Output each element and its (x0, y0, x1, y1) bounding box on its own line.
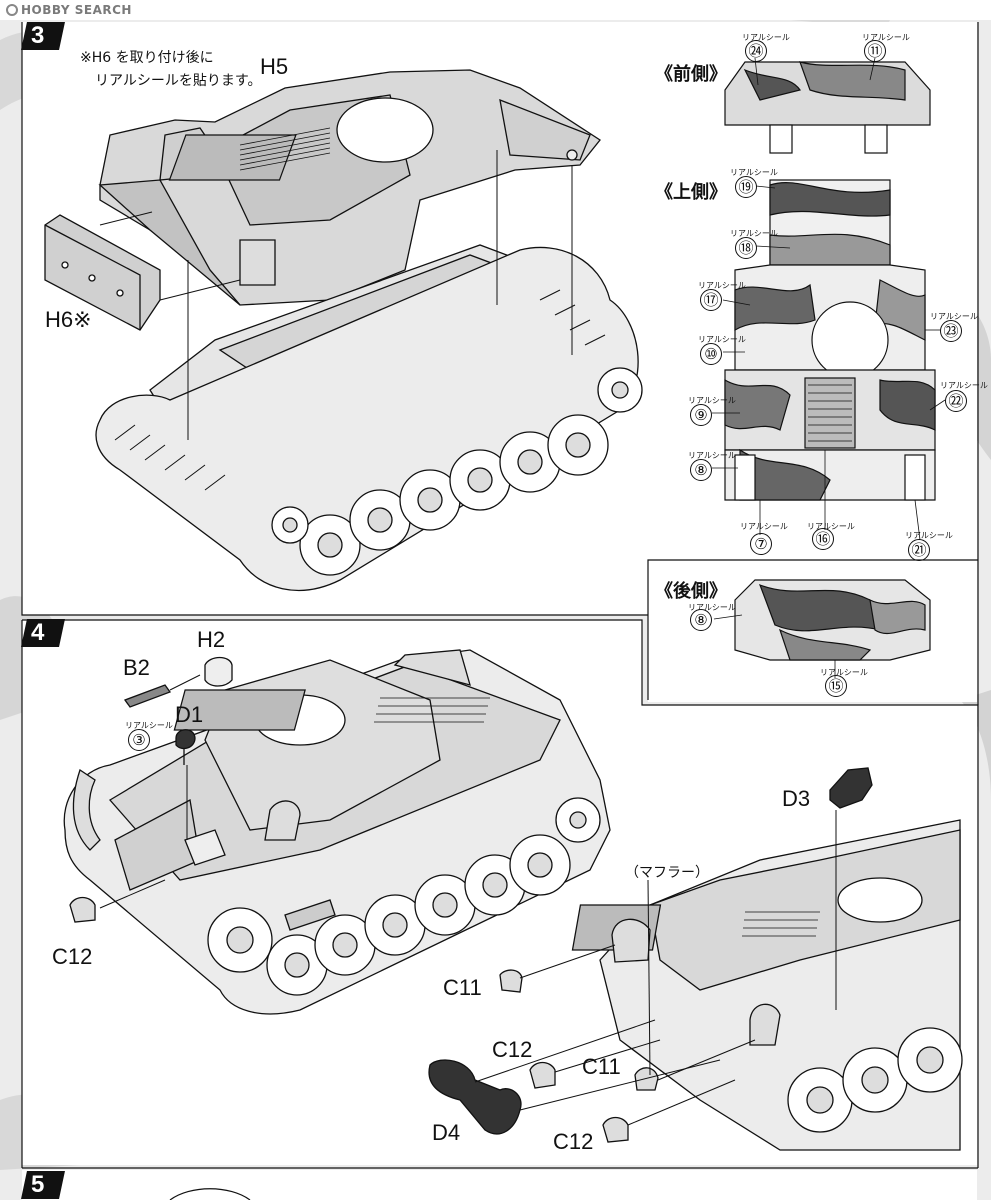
decal-caption: リアルシール (698, 281, 746, 290)
label-d3: D3 (782, 786, 811, 811)
decal-8: ⑧ (690, 459, 712, 481)
part-c12-mid (529, 1061, 556, 1089)
label-c11-lower: C11 (582, 1054, 621, 1079)
top-view-label: 《上側》 (655, 182, 727, 203)
decal-caption: リアルシール (940, 381, 988, 390)
decal-caption: リアルシール (807, 522, 855, 531)
label-b2: B2 (123, 655, 150, 680)
decal-24: ㉔ (745, 40, 767, 62)
rear-view-label: 《後側》 (655, 581, 727, 602)
part-c12-left (69, 896, 96, 923)
decal-caption: リアルシール (820, 668, 868, 677)
tank-front-assembly (63, 649, 611, 1015)
upper-hull-h5 (98, 69, 601, 306)
top-view (724, 179, 936, 501)
decal-caption: リアルシール (688, 451, 736, 460)
decal-9: ⑨ (690, 404, 712, 426)
label-c12-left: C12 (52, 944, 93, 969)
part-d1-headlight (175, 729, 196, 765)
label-h6: H6※ (45, 307, 92, 332)
label-c12-mid: C12 (492, 1037, 533, 1062)
label-h2: H2 (197, 627, 226, 652)
track-assembly (95, 246, 643, 592)
decal-8-rear: ⑧ (690, 609, 712, 631)
decal-22: ㉒ (945, 390, 967, 412)
watermark: HOBBY SEARCH (6, 3, 132, 17)
step4-arrows (99, 674, 837, 1126)
rear-plate-h6 (44, 214, 161, 331)
decal-18: ⑱ (735, 237, 757, 259)
rear-view (734, 579, 931, 661)
decal-7: ⑦ (750, 533, 772, 555)
step-5-number: 5 (31, 1171, 45, 1198)
muffler-label: （マフラー） (625, 865, 709, 881)
part-b2-spring (123, 684, 172, 708)
decal-caption: リアルシール (862, 33, 910, 42)
step-5-badge: 5 (21, 1171, 65, 1199)
decal-19: ⑲ (735, 176, 757, 198)
decal-caption: リアルシール (688, 603, 736, 612)
decal-caption: リアルシール (688, 396, 736, 405)
part-c11-lower (634, 1067, 659, 1091)
decal-23: ㉓ (940, 320, 962, 342)
decal-caption: リアルシール (730, 168, 778, 177)
front-view (724, 61, 931, 154)
step3-note-line1: ※H6 を取り付け後に (80, 50, 214, 66)
assembly-arrows (99, 150, 573, 440)
decal-11: ⑪ (864, 40, 886, 62)
label-d1: D1 (175, 702, 204, 727)
decal-15: ⑮ (825, 675, 847, 697)
step-4-badge: 4 (21, 619, 65, 647)
decal-17: ⑰ (700, 289, 722, 311)
front-view-label: 《前側》 (655, 64, 727, 85)
decal-caption: リアルシール (905, 531, 953, 540)
decal-caption: リアルシール (740, 522, 788, 531)
decal-leader-lines (712, 57, 946, 678)
step5-panel (22, 1170, 977, 1200)
part-c12-lower (602, 1116, 629, 1143)
decal-caption: リアルシール (698, 335, 746, 344)
decal-10: ⑩ (700, 343, 722, 365)
part-h2-light (204, 656, 233, 687)
step-4-number: 4 (31, 619, 45, 646)
decal-3: ③ (128, 729, 150, 751)
watermark-bar: HOBBY SEARCH (0, 0, 991, 20)
decal-caption: リアルシール (930, 312, 978, 321)
label-h5: H5 (260, 54, 289, 79)
label-c11-upper: C11 (443, 975, 482, 1000)
label-c12-lower: C12 (553, 1129, 594, 1154)
part-c11-upper (499, 969, 523, 993)
step3-note-line2: リアルシールを貼ります。 (95, 73, 262, 89)
step-3-badge: 3 (21, 22, 65, 50)
decal-caption: リアルシール (730, 229, 778, 238)
watermark-text: HOBBY SEARCH (21, 3, 132, 17)
hobby-search-logo-icon (6, 4, 18, 16)
label-d4: D4 (432, 1120, 461, 1145)
part-d3 (829, 767, 873, 809)
decal-caption: リアルシール (742, 33, 790, 42)
decal-21: ㉑ (908, 539, 930, 561)
step-3-number: 3 (31, 22, 45, 49)
decal-caption: リアルシール (125, 721, 173, 730)
decal-16: ⑯ (812, 528, 834, 550)
